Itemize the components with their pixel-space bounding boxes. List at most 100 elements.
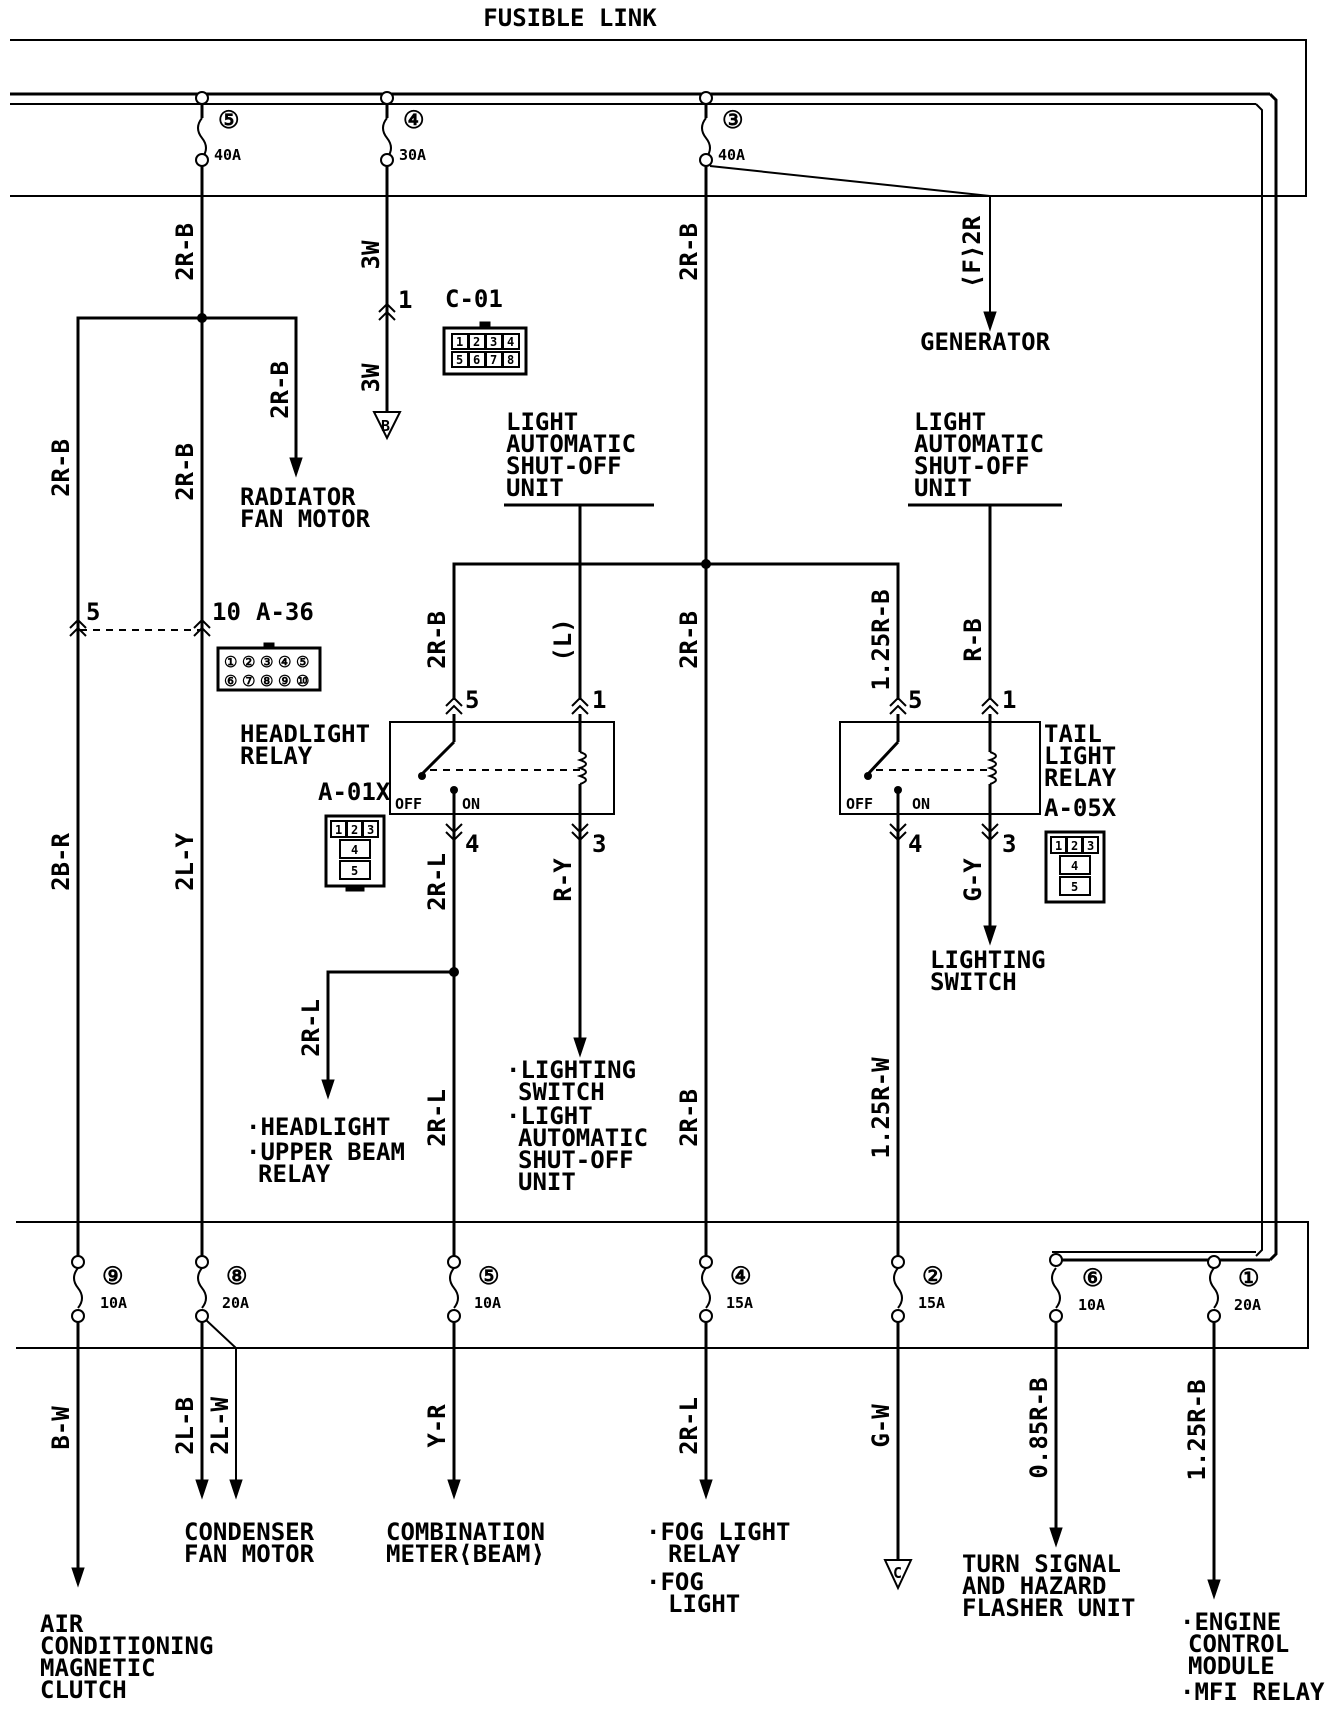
wire-2rb-2: 2R-B	[675, 223, 703, 281]
svg-text:⑧: ⑧	[260, 672, 273, 690]
wire-3w-1: 3W	[357, 240, 385, 269]
ac-clutch-label-1: AIR	[40, 1610, 84, 1638]
wire-3w-2: 3W	[357, 363, 385, 392]
lasu1-label-4: UNIT	[506, 474, 564, 502]
fusible-link-4-fuse-icon	[382, 117, 392, 159]
fuse-box	[16, 1221, 1309, 1349]
fl4-branch-wiring	[372, 166, 402, 441]
fuse-9-amp: 10A	[100, 1294, 127, 1312]
condenser-fan-label-2: FAN MOTOR	[184, 1540, 315, 1568]
svg-text:5: 5	[456, 353, 463, 367]
svg-text:4: 4	[351, 843, 358, 857]
svg-text:3: 3	[367, 823, 374, 837]
fuse-4-amp: 15A	[726, 1294, 753, 1312]
radiator-fan-motor-label-1: RADIATOR	[240, 483, 356, 511]
wire-085rb: 0.85R-B	[1025, 1377, 1053, 1478]
svg-text:①: ①	[224, 653, 237, 671]
fusible-link-5-amp: 40A	[214, 146, 241, 164]
svg-text:③: ③	[260, 653, 273, 671]
fuse-6: ⑥ 10A	[1049, 1253, 1105, 1548]
wire-2ly: 2L-Y	[171, 833, 199, 891]
headlight-relay-pin-5: 5	[465, 686, 479, 714]
svg-text:⑨: ⑨	[278, 672, 291, 690]
fuse-9-icon	[73, 1267, 83, 1309]
wire-gy: G-Y	[959, 858, 987, 902]
connector-c01-label: C-01	[445, 285, 503, 313]
svg-text:1: 1	[456, 335, 463, 349]
fusible-link-5: ⑤ 40A	[195, 91, 241, 167]
tail-relay-label-1: TAIL	[1044, 720, 1102, 748]
svg-text:3: 3	[1087, 839, 1094, 853]
fusible-link-box	[10, 39, 1307, 1262]
fusible-link-4-number: ④	[403, 106, 425, 134]
svg-text:4: 4	[507, 335, 514, 349]
turn-signal-label-2: AND HAZARD	[962, 1572, 1107, 1600]
wire-2lw: 2L-W	[206, 1397, 234, 1455]
fusible-link-3-number: ③	[722, 106, 744, 134]
svg-text:⑥: ⑥	[224, 672, 237, 690]
generator-label: GENERATOR	[920, 328, 1051, 356]
connector-c01-icon: 1 2 3 4 5 6 7 8	[442, 321, 528, 376]
svg-text:②: ②	[242, 653, 255, 671]
headlight-relay-pin-4: 4	[465, 830, 479, 858]
condenser-fan-label-1: CONDENSER	[184, 1518, 315, 1546]
wire-125rw: 1.25R-W	[867, 1057, 895, 1159]
fog-light-label-1: ·FOG LIGHT	[646, 1518, 791, 1546]
a36-pin-5: 5	[86, 598, 100, 626]
fuse-1-amp: 20A	[1234, 1296, 1261, 1314]
lasu1-label-1: LIGHT	[506, 408, 578, 436]
wire-2rb-3: 2R-B	[266, 361, 294, 419]
fuse-9: ⑨ 10A	[71, 1255, 127, 1588]
fuse-2-number: ②	[922, 1262, 944, 1290]
lighting-sw-label-6: UNIT	[518, 1168, 576, 1196]
fuse-8: ⑧ 20A	[195, 1255, 249, 1500]
fuse-5-amp: 10A	[474, 1294, 501, 1312]
below-relay-wiring	[321, 840, 997, 1258]
svg-text:8: 8	[507, 353, 514, 367]
lasu2-label-4: UNIT	[914, 474, 972, 502]
fuse-4-number: ④	[730, 1262, 752, 1290]
fl3-branch-wiring	[452, 165, 1062, 1258]
wire-2rb-5: 2R-B	[171, 443, 199, 501]
svg-text:6: 6	[473, 353, 480, 367]
fusible-link-3-fuse-icon	[701, 117, 711, 159]
fog-light-label-2: RELAY	[668, 1540, 741, 1568]
fuse-8-number: ⑧	[226, 1262, 248, 1290]
wire-gw: G-W	[867, 1404, 895, 1448]
radiator-fan-motor-label-2: FAN MOTOR	[240, 505, 371, 533]
connector-a01x-icon: 1 2 3 4 5	[324, 814, 386, 892]
svg-text:5: 5	[351, 864, 358, 878]
a36-pin-10: 10	[212, 598, 241, 626]
ac-clutch-label-4: CLUTCH	[40, 1676, 127, 1704]
wire-2rl-2: 2R-L	[297, 999, 325, 1057]
fuse-6-icon	[1051, 1267, 1061, 1309]
fuse-9-number: ⑨	[102, 1262, 124, 1290]
wire-2rl-4: 2R-L	[675, 1397, 703, 1455]
wire-yr: Y-R	[423, 1404, 451, 1448]
fog-light-label-4: LIGHT	[668, 1590, 740, 1618]
fuse-5: ⑤ 10A	[447, 1255, 501, 1500]
svg-text:⑦: ⑦	[242, 672, 255, 690]
lasu2-label-1: LIGHT	[914, 408, 986, 436]
svg-text:2: 2	[1071, 839, 1078, 853]
lighting-switch-label-1: LIGHTING	[930, 946, 1046, 974]
fl5-branch-wiring	[69, 166, 303, 1258]
tail-relay-on: ON	[912, 795, 930, 813]
wire-2rb-6: 2R-B	[423, 611, 451, 669]
fuse-1-icon	[1209, 1267, 1219, 1309]
fuse-8-amp: 20A	[222, 1294, 249, 1312]
svg-text:⑤: ⑤	[296, 653, 309, 671]
fusible-link-5-number: ⑤	[218, 106, 240, 134]
wire-2rb-7: 2R-B	[675, 611, 703, 669]
headlight-relay-label-1: HEADLIGHT	[240, 720, 370, 748]
headlight-label-3: RELAY	[258, 1160, 331, 1188]
tail-relay-pin-1: 1	[1002, 686, 1016, 714]
connector-a36-label: A-36	[256, 598, 314, 626]
wire-l: (L)	[549, 618, 577, 661]
lasu2-label-3: SHUT-OFF	[914, 452, 1030, 480]
ecm-label-3: MODULE	[1188, 1652, 1275, 1680]
tail-light-relay	[839, 696, 1041, 842]
svg-text:1: 1	[335, 823, 342, 837]
fusible-link-4: ④ 30A	[380, 91, 426, 167]
